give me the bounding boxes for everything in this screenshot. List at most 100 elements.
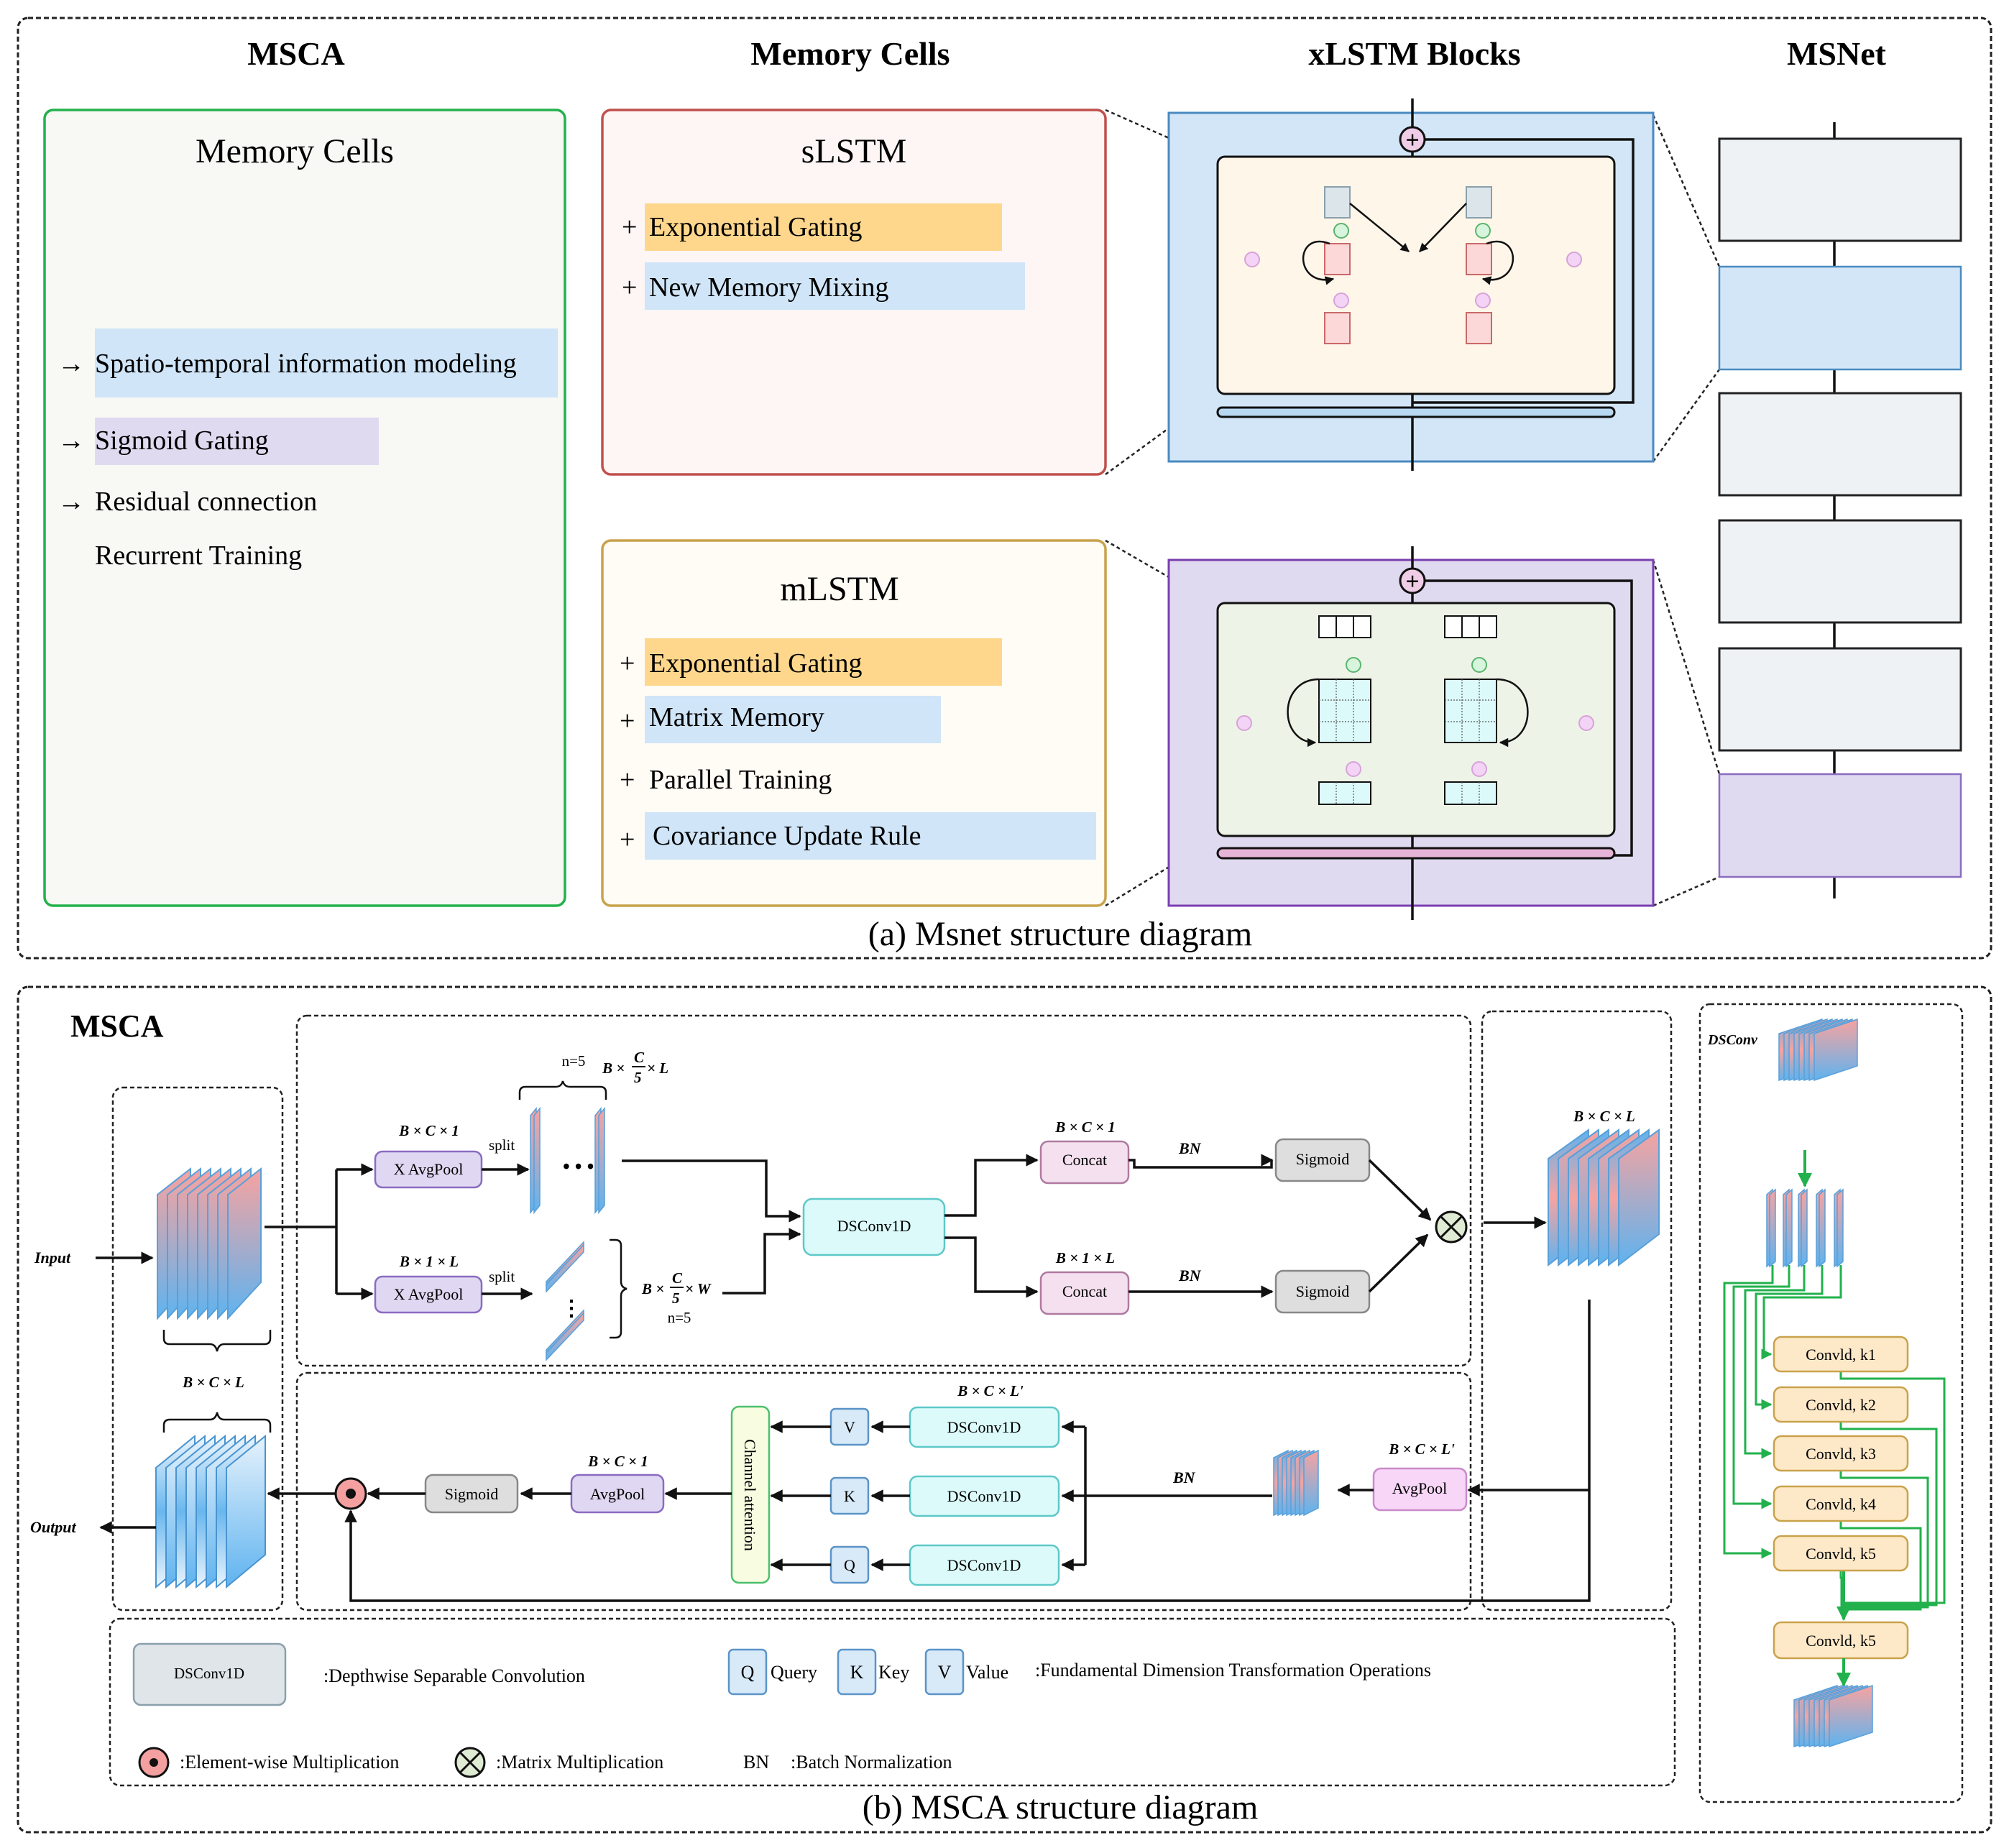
legend-q-desc: Query <box>771 1662 817 1683</box>
msnet-block <box>1718 392 1962 497</box>
highlight-purple <box>95 418 379 465</box>
conv-final[interactable]: Convld, k5 <box>1773 1621 1909 1660</box>
arrow-icon: → <box>58 349 85 379</box>
split-slices-top <box>530 1106 605 1215</box>
svg-text:Q: Q <box>844 1556 855 1574</box>
lower-branch-panel <box>295 1371 1472 1612</box>
msnet-block <box>1718 519 1962 624</box>
dsconv1d-v[interactable]: DSConv1D <box>909 1406 1060 1448</box>
concat-bottom[interactable]: Concat <box>1039 1271 1130 1315</box>
part-a-frame <box>17 17 1992 960</box>
brace <box>610 1238 627 1339</box>
brace <box>162 1330 272 1352</box>
dsconv1d-q[interactable]: DSConv1D <box>909 1544 1060 1586</box>
tensor-slice <box>227 1167 262 1320</box>
tensor-slice <box>1618 1128 1660 1267</box>
svg-text:B ×: B × <box>602 1059 625 1077</box>
add-symbol: + <box>1405 569 1419 595</box>
dim-label: B × C × L' <box>957 1382 1024 1399</box>
tensor-slice <box>1819 1188 1826 1268</box>
svg-text:Sigmoid: Sigmoid <box>1296 1282 1350 1300</box>
add-icon <box>1399 126 1426 153</box>
msca-title: MSCA <box>70 1008 164 1044</box>
dim-label: B × C × 1 <box>587 1453 648 1470</box>
legend-elem-desc: :Element-wise Multiplication <box>180 1752 399 1773</box>
svg-text:DSConv1D: DSConv1D <box>174 1665 244 1682</box>
cell-square <box>1466 312 1492 344</box>
sigmoid-lower[interactable]: Sigmoid <box>424 1474 519 1514</box>
cell-square <box>1324 243 1351 275</box>
header-xlstm-blocks: xLSTM Blocks <box>1308 35 1520 72</box>
v-box[interactable]: V <box>829 1407 870 1446</box>
x-avgpool-bottom[interactable]: X AvgPool <box>374 1275 483 1314</box>
mlstm-item: Parallel Training <box>649 765 832 795</box>
conv-label: Convld, k5 <box>1806 1545 1876 1563</box>
svg-text:Sigmoid: Sigmoid <box>1296 1150 1350 1168</box>
msnet-block <box>1718 647 1962 752</box>
wire <box>1839 1371 1946 1604</box>
svg-text:Channel attention: Channel attention <box>741 1439 759 1551</box>
header-msca: MSCA <box>247 35 344 72</box>
wire <box>1761 1265 1842 1360</box>
tensor-slice <box>1769 1188 1776 1268</box>
upper-branch-panel <box>295 1014 1472 1367</box>
conv-box[interactable]: Convld, k4 <box>1773 1485 1909 1522</box>
conv-box[interactable]: Convld, k5 <box>1773 1535 1909 1572</box>
svg-text:X AvgPool: X AvgPool <box>394 1285 464 1303</box>
conv-box[interactable]: Convld, k2 <box>1773 1386 1909 1423</box>
concat-top[interactable]: Concat <box>1039 1140 1130 1185</box>
channel-attention-box[interactable]: Channel attention <box>730 1405 771 1584</box>
input-square <box>1324 186 1351 219</box>
q-box[interactable]: Q <box>829 1545 870 1584</box>
svg-text:× W: × W <box>685 1280 712 1297</box>
legend-bn-desc: :Batch Normalization <box>791 1752 952 1773</box>
sigmoid-top[interactable]: Sigmoid <box>1274 1138 1371 1182</box>
msca-box-title: Memory Cells <box>196 132 394 170</box>
avgpool-lower[interactable]: AvgPool <box>570 1474 665 1514</box>
xlstm-slstm-block: + <box>1167 98 1655 471</box>
dim-frac-bottom: B × C 5 × W <box>641 1269 712 1307</box>
mlstm-title: mLSTM <box>780 570 898 608</box>
svg-text:× L: × L <box>647 1059 668 1077</box>
dim-label: B × C × 1 <box>398 1122 459 1139</box>
add-symbol: + <box>1405 127 1419 154</box>
input-square <box>1466 186 1492 219</box>
legend-q-box <box>727 1648 768 1696</box>
dsconv1d-upper[interactable]: DSConv1D <box>802 1197 946 1256</box>
wire <box>1839 1471 1929 1609</box>
slstm-title: sLSTM <box>801 132 907 170</box>
input-label: Input <box>34 1249 71 1267</box>
ellipsis: ⋮ <box>561 1297 582 1320</box>
caption-b: (b) MSCA structure diagram <box>863 1788 1259 1826</box>
x-avgpool-top[interactable]: X AvgPool <box>374 1150 483 1189</box>
conv-box[interactable]: Convld, k3 <box>1773 1435 1909 1472</box>
wire <box>1839 1422 1938 1606</box>
msnet-block <box>1718 137 1962 242</box>
avgpool-lower-right[interactable]: AvgPool <box>1372 1467 1468 1512</box>
tensor-slice <box>1303 1449 1319 1517</box>
svg-text:K: K <box>844 1487 855 1505</box>
output-label: Output <box>30 1518 76 1536</box>
svg-text:DSConv1D: DSConv1D <box>837 1217 911 1235</box>
tensor-slice <box>1813 1018 1858 1082</box>
svg-text:X AvgPool: X AvgPool <box>394 1160 464 1178</box>
mlstm-box: mLSTM + Exponential Gating + Matrix Memo… <box>601 539 1107 907</box>
sigmoid-bottom[interactable]: Sigmoid <box>1274 1269 1371 1314</box>
ellipsis: • • • <box>563 1156 594 1178</box>
brace <box>518 1080 607 1100</box>
plus-icon: + <box>620 706 635 736</box>
svg-text:C: C <box>634 1049 645 1066</box>
conv-box[interactable]: Convld, k1 <box>1773 1336 1909 1373</box>
legend-matrix-icon <box>454 1747 486 1778</box>
output-tensor-stack <box>155 1434 266 1589</box>
matrix-multiplication-icon <box>1435 1210 1468 1244</box>
legend-v-desc: Value <box>966 1662 1008 1683</box>
msca-item: Residual connection <box>95 487 317 517</box>
legend-dsconv-box: DSConv1D <box>132 1642 287 1706</box>
k-box[interactable]: K <box>829 1476 870 1515</box>
bn-label: BN <box>1172 1468 1196 1486</box>
dsconv1d-k[interactable]: DSConv1D <box>909 1475 1060 1517</box>
gate-circle <box>1333 223 1349 239</box>
conv-label: Convld, k2 <box>1806 1396 1876 1414</box>
plus-icon: + <box>620 765 635 795</box>
